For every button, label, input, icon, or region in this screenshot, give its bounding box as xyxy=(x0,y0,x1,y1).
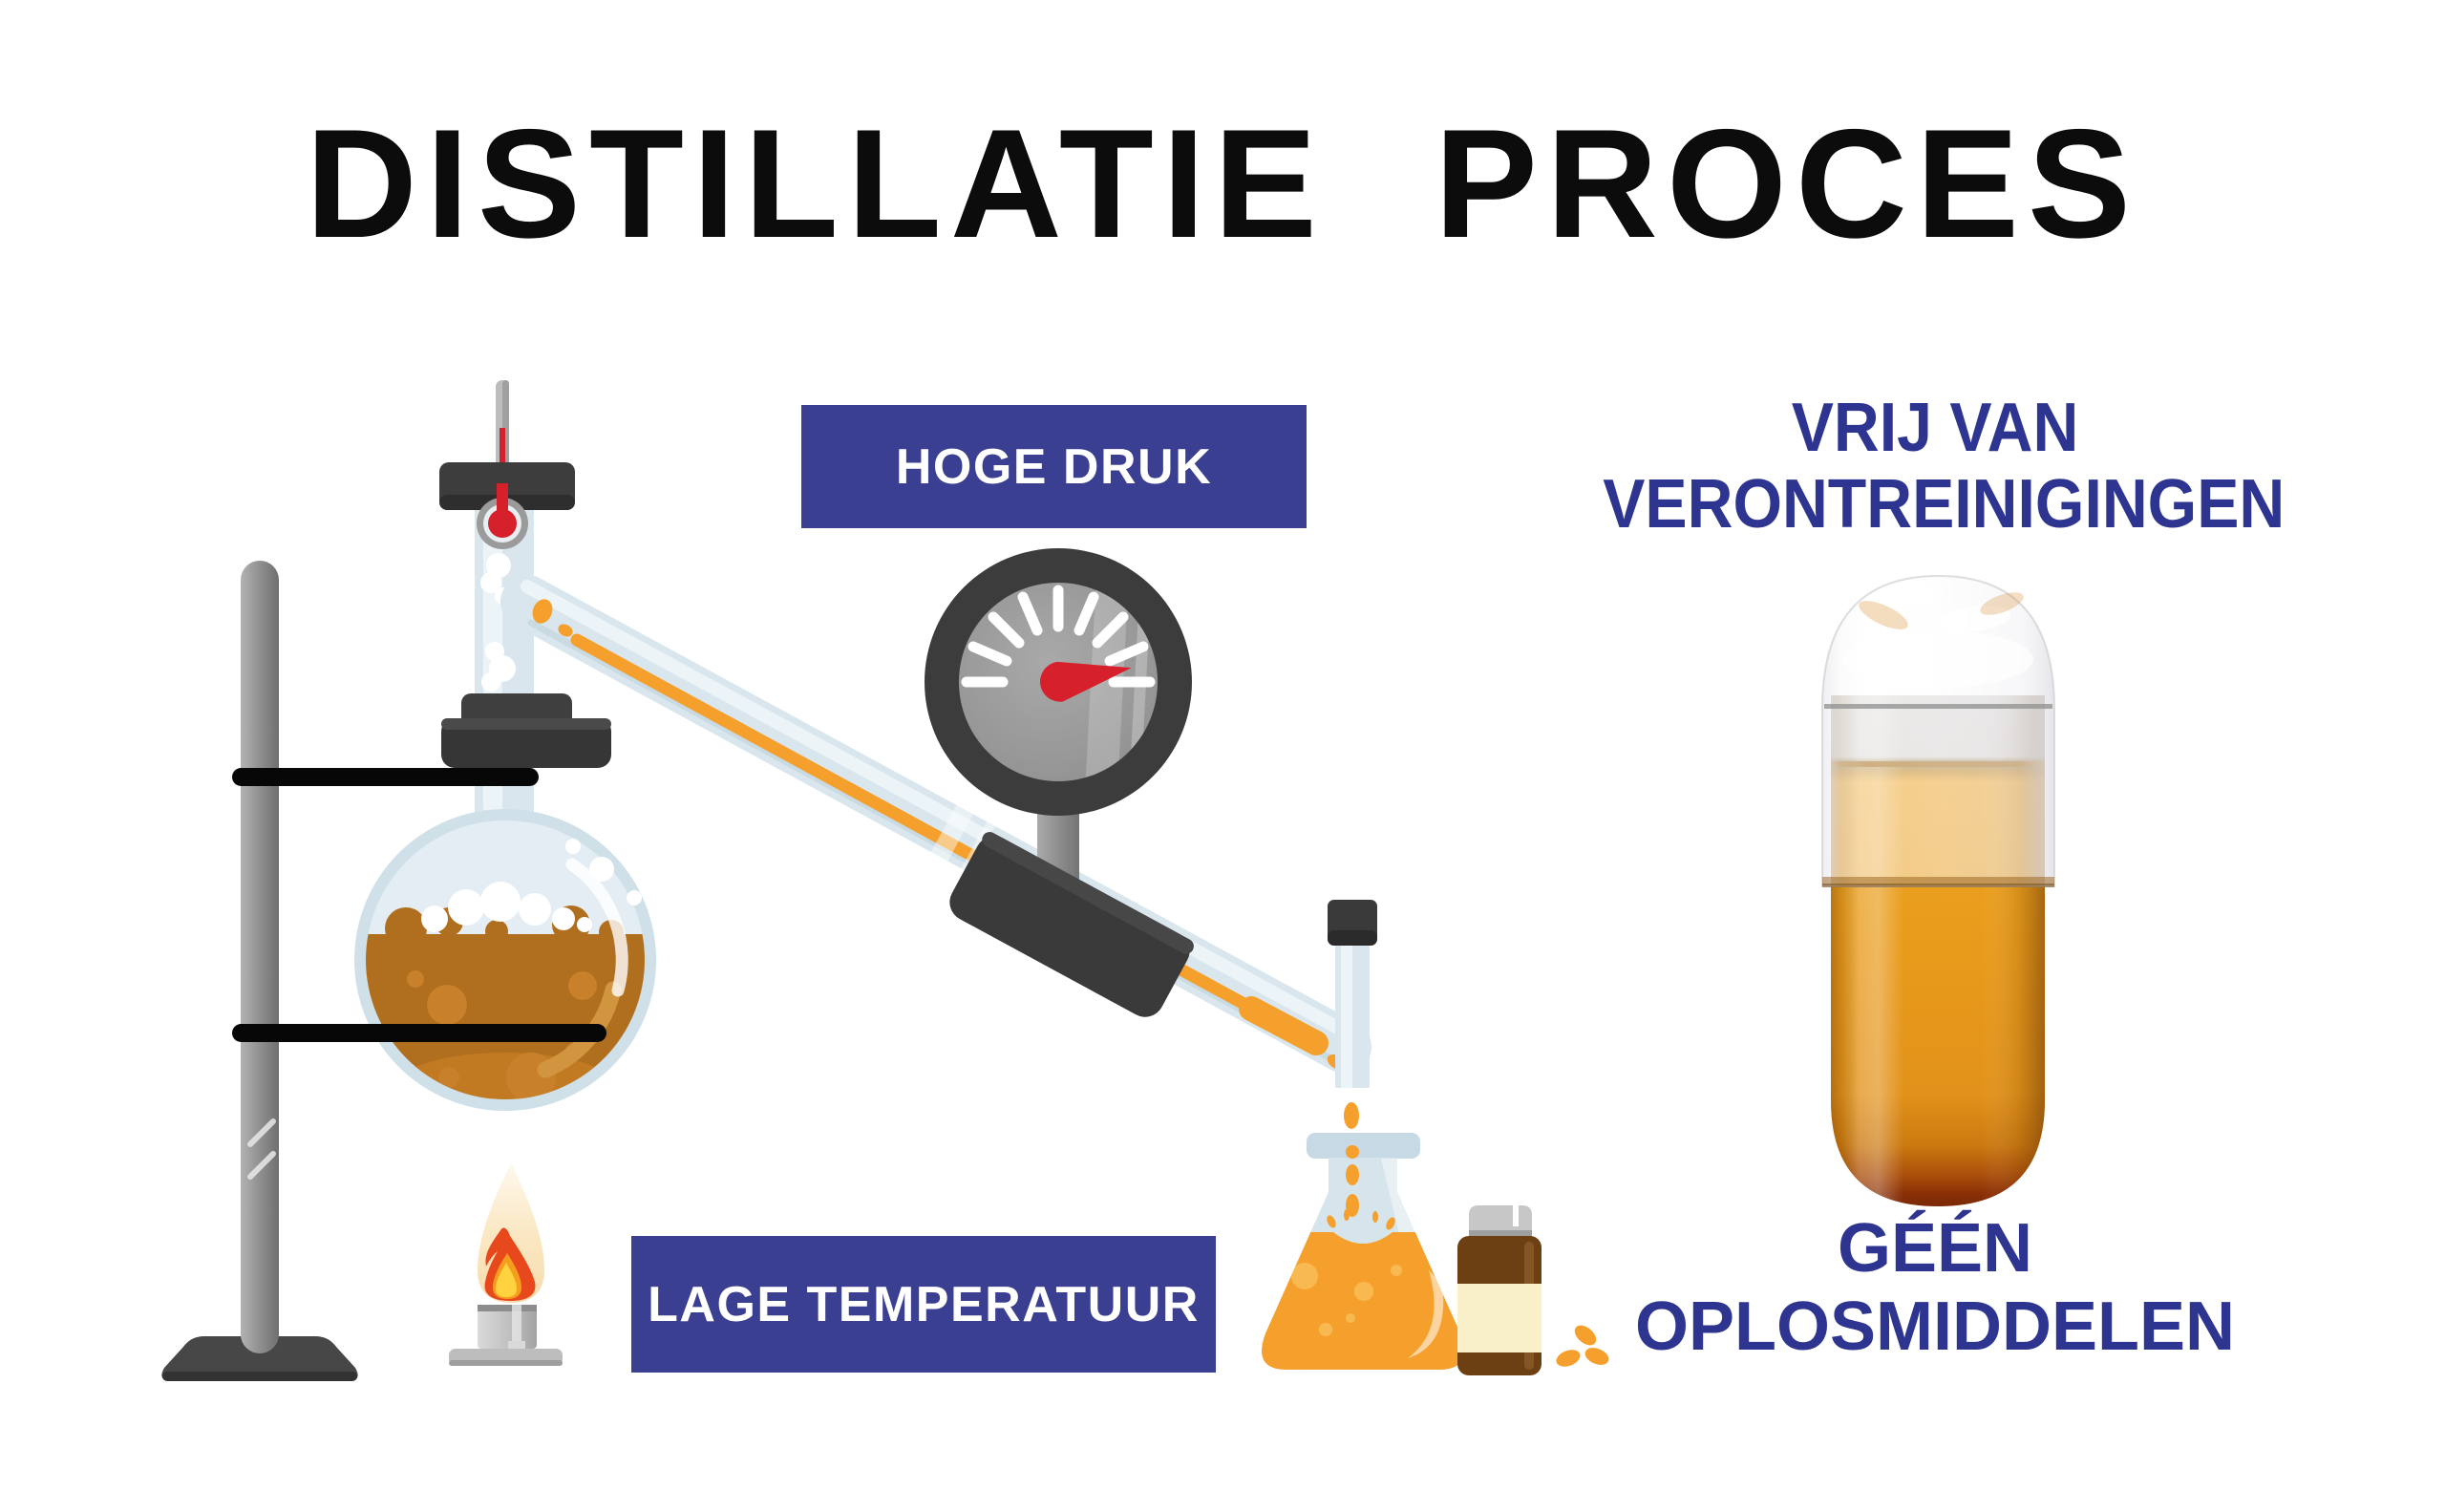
clamp-bar-lower xyxy=(232,1024,606,1042)
flame-core xyxy=(496,1263,517,1297)
flask-clamp xyxy=(441,693,611,768)
burner xyxy=(449,1163,563,1366)
label-no-solvents-line2: OPLOSMIDDELEN xyxy=(1634,1288,2236,1365)
capsule xyxy=(1821,574,2055,1206)
erlenmeyer-flask xyxy=(1262,1102,1464,1370)
distillate-drops xyxy=(1327,1102,1395,1230)
foam xyxy=(421,839,642,932)
pills xyxy=(1556,1325,1609,1367)
label-high-pressure-text: HOGE DRUK xyxy=(895,438,1213,495)
clamp-bar-upper xyxy=(232,768,539,786)
lab-stand xyxy=(161,561,358,1381)
label-free-of-impurities: VRIJ VAN VERONTREINIGINGEN xyxy=(1603,390,2286,543)
outlet-tube xyxy=(1328,900,1377,1088)
label-free-of-impurities-line1: VRIJ VAN xyxy=(1791,390,2079,466)
thermometer xyxy=(439,380,575,549)
capsule-cap xyxy=(1821,574,2055,887)
label-low-temperature: LAGE TEMPERATUUR xyxy=(631,1236,1216,1373)
stand-pole xyxy=(241,561,279,1353)
label-no-solvents: GÉÉN OPLOSMIDDELEN xyxy=(1574,1209,2296,1366)
label-no-solvents-line1: GÉÉN xyxy=(1837,1210,2033,1287)
page-title: DISTILLATIE PROCES xyxy=(305,97,2140,270)
stand-base xyxy=(161,1336,358,1381)
label-free-of-impurities-line2: VERONTREINIGINGEN xyxy=(1603,466,2286,543)
pressure-gauge xyxy=(925,548,1194,1017)
gauge-needle xyxy=(1039,661,1132,702)
label-high-pressure: HOGE DRUK xyxy=(801,405,1307,528)
flask-mixture xyxy=(366,905,645,1099)
label-low-temperature-text: LAGE TEMPERATUUR xyxy=(648,1276,1200,1332)
burner-block xyxy=(478,1305,537,1349)
pill-bottle xyxy=(1457,1205,1609,1375)
tube-clamp xyxy=(949,832,1194,1017)
gauge-ticks xyxy=(961,585,1156,688)
